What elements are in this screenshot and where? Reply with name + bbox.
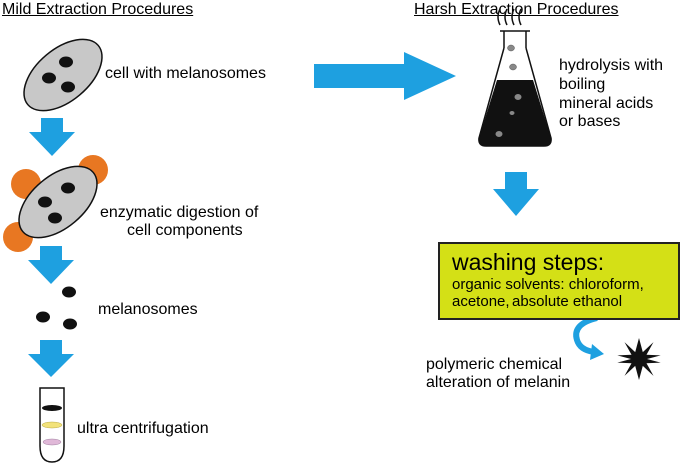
cell-label: cell with melanosomes xyxy=(105,65,266,82)
digesting-cell-icon xyxy=(3,155,108,252)
down-arrow-4 xyxy=(493,172,539,216)
washing-solvents-circled: absolute ethanol xyxy=(512,293,623,310)
digestion-label-line2: cell components xyxy=(127,222,243,239)
down-arrow-1 xyxy=(29,118,75,156)
washing-steps-box xyxy=(438,242,680,320)
hydrolysis-label-line4: or bases xyxy=(559,113,621,130)
hydrolysis-label-line2: boiling xyxy=(559,76,606,93)
alteration-label-line1: polymeric chemical xyxy=(426,356,563,373)
centrifugation-label: ultra centrifugation xyxy=(77,420,209,437)
digestion-label-line1: enzymatic digestion of xyxy=(100,204,259,221)
starburst-icon xyxy=(617,338,661,380)
mild-heading: Mild Extraction Procedures xyxy=(2,1,194,18)
curved-arrow-icon xyxy=(573,315,604,360)
cell-icon xyxy=(23,38,103,112)
alteration-label-line2: alteration of melanin xyxy=(426,374,571,391)
washing-solvents-line2-prefix: acetone, xyxy=(452,293,510,310)
down-arrow-2 xyxy=(28,246,74,284)
flask-icon xyxy=(478,8,552,147)
right-arrow xyxy=(314,52,456,100)
hydrolysis-label-line3: mineral acids xyxy=(559,95,654,112)
down-arrow-3 xyxy=(28,340,74,377)
washing-steps-title: washing steps: xyxy=(452,249,605,275)
harsh-heading: Harsh Extraction Procedures xyxy=(414,1,619,18)
melanosomes-label: melanosomes xyxy=(98,301,198,318)
melanosomes-icon xyxy=(36,286,77,330)
hydrolysis-label-line1: hydrolysis with xyxy=(559,57,664,74)
washing-solvents-line1: organic solvents: chloroform, xyxy=(452,276,644,293)
centrifuge-tube-icon xyxy=(39,387,65,463)
